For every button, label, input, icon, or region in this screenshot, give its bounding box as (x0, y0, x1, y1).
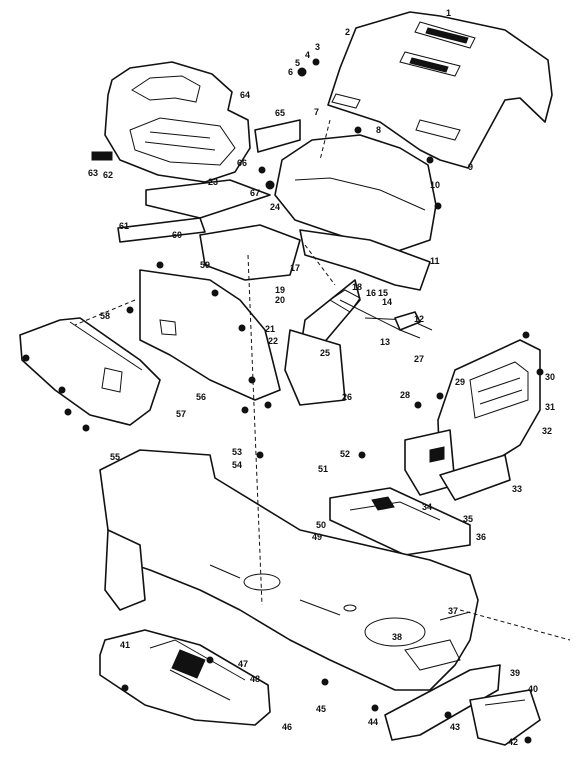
hood (327, 11, 553, 169)
main-frame (99, 449, 479, 691)
label-26: 26 (342, 392, 352, 402)
label-8: 8 (376, 125, 381, 135)
label-33: 33 (512, 484, 522, 494)
label-36: 36 (476, 532, 486, 542)
label-24: 24 (270, 202, 280, 212)
label-64: 64 (240, 90, 250, 100)
rear-cover (19, 317, 161, 426)
label-54: 54 (232, 460, 242, 470)
seat-bracket (91, 119, 301, 243)
label-56: 56 (196, 392, 206, 402)
label-11: 11 (430, 256, 440, 266)
label-51: 51 (318, 464, 328, 474)
label-27: 27 (414, 354, 424, 364)
label-38: 38 (392, 632, 402, 642)
label-46: 46 (282, 722, 292, 732)
label-48: 48 (250, 674, 260, 684)
label-45: 45 (316, 704, 326, 714)
label-39: 39 (510, 668, 520, 678)
label-20: 20 (275, 295, 285, 305)
label-61: 61 (119, 221, 129, 231)
label-31: 31 (545, 402, 555, 412)
part-labels: 1 2 3 4 5 6 7 8 9 10 11 12 13 14 15 16 1… (88, 8, 555, 747)
steering-assembly (284, 279, 433, 406)
label-35: 35 (463, 514, 473, 524)
label-52: 52 (340, 449, 350, 459)
label-67: 67 (250, 188, 260, 198)
label-66: 66 (237, 158, 247, 168)
label-5: 5 (295, 58, 300, 68)
label-41: 41 (120, 640, 130, 650)
label-1: 1 (446, 8, 451, 18)
label-29: 29 (455, 377, 465, 387)
label-18: 18 (352, 282, 362, 292)
label-62: 62 (103, 170, 113, 180)
label-23: 23 (208, 177, 218, 187)
label-25: 25 (320, 348, 330, 358)
label-3: 3 (315, 42, 320, 52)
label-2: 2 (345, 27, 350, 37)
label-10: 10 (430, 180, 440, 190)
label-4: 4 (305, 50, 310, 60)
label-12: 12 (414, 314, 424, 324)
label-14: 14 (382, 297, 392, 307)
label-59: 59 (200, 260, 210, 270)
label-19: 19 (275, 285, 285, 295)
label-53: 53 (232, 447, 242, 457)
label-63: 63 (88, 168, 98, 178)
label-37: 37 (448, 606, 458, 616)
label-7: 7 (314, 107, 319, 117)
seat (104, 61, 251, 183)
label-21: 21 (265, 324, 275, 334)
label-47: 47 (238, 659, 248, 669)
label-6: 6 (288, 67, 293, 77)
label-43: 43 (450, 722, 460, 732)
label-13: 13 (380, 337, 390, 347)
label-28: 28 (400, 390, 410, 400)
label-44: 44 (368, 717, 378, 727)
label-58: 58 (100, 311, 110, 321)
dash-cowl (274, 134, 437, 253)
fender-support (299, 229, 431, 291)
label-15: 15 (378, 288, 388, 298)
label-9: 9 (468, 162, 473, 172)
step-plate (329, 487, 471, 556)
label-55: 55 (110, 452, 120, 462)
label-65: 65 (275, 108, 285, 118)
label-17: 17 (290, 263, 300, 273)
label-22: 22 (268, 336, 278, 346)
label-50: 50 (316, 520, 326, 530)
label-40: 40 (528, 684, 538, 694)
reference-lines (74, 119, 571, 641)
label-34: 34 (422, 502, 432, 512)
label-42: 42 (508, 737, 518, 747)
label-30: 30 (545, 372, 555, 382)
front-grille (404, 339, 541, 501)
label-16: 16 (366, 288, 376, 298)
label-32: 32 (542, 426, 552, 436)
hardware (22, 58, 544, 744)
label-60: 60 (172, 230, 182, 240)
front-axle (384, 664, 541, 746)
label-49: 49 (312, 532, 322, 542)
rear-fender-panel (139, 224, 301, 401)
running-board (99, 629, 271, 726)
label-57: 57 (176, 409, 186, 419)
